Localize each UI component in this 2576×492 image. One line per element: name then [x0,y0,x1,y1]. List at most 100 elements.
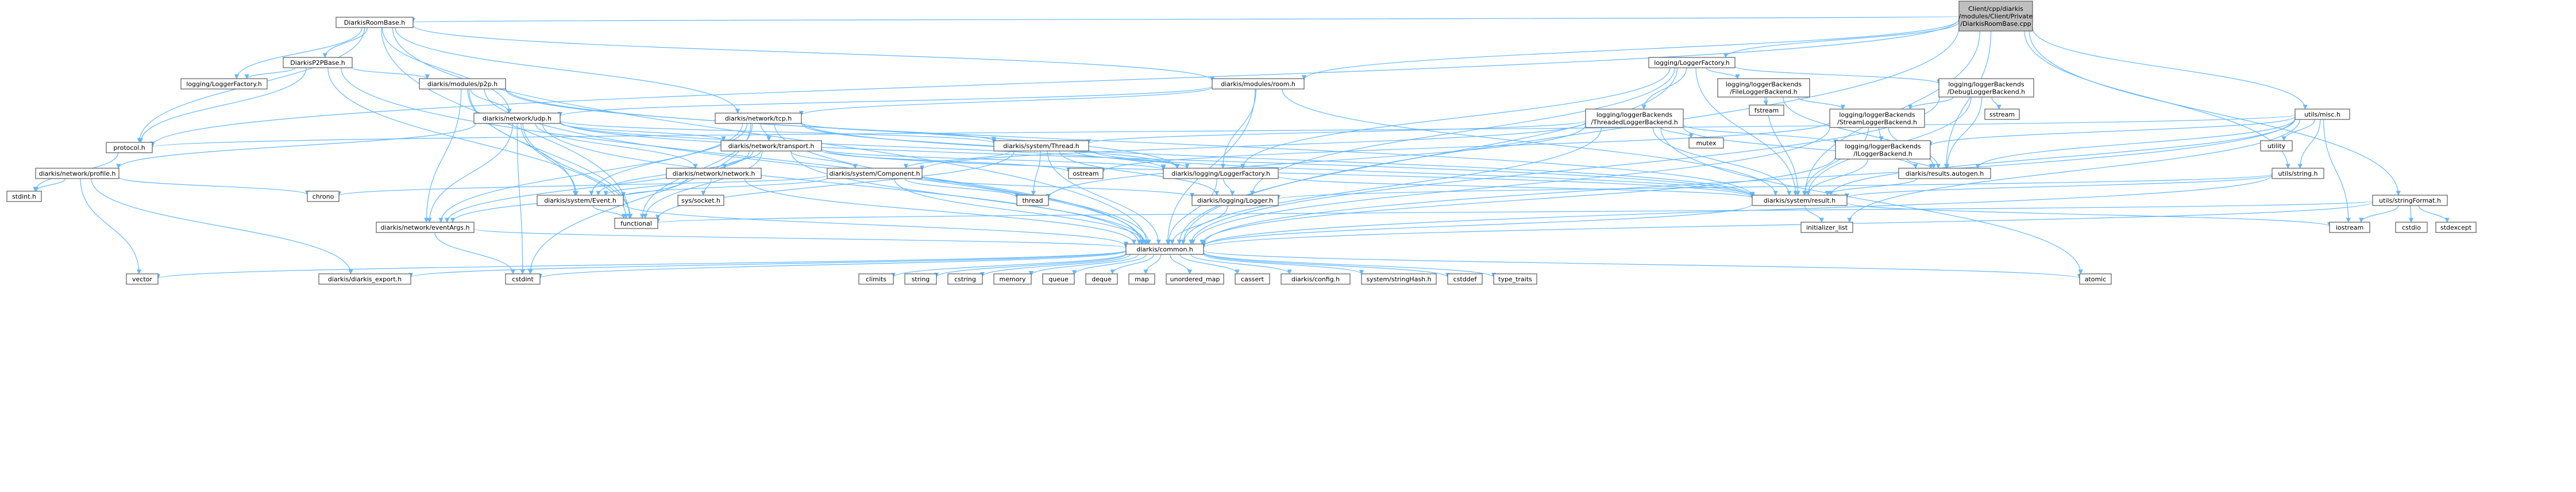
node-map: map [1128,273,1155,285]
edge-utils-stringformat-h-to-iostream [2358,205,2399,223]
node-system-result-h[interactable]: diarkis/system/result.h [1752,195,1848,206]
node-debug-backend-h[interactable]: logging/loggerBackends/DebugLoggerBacken… [1938,78,2034,98]
node-stream-backend-h[interactable]: logging/loggerBackends/StreamLoggerBacke… [1829,109,1925,128]
node-box [126,273,159,285]
edge-network-profile-h-to-chrono [118,177,310,196]
node-cstdint: cstdint [505,273,541,285]
edge-network-udp-h-to-functional [522,123,633,219]
node-label: logging/loggerBackends [1839,111,1915,119]
node-config-h[interactable]: diarkis/config.h [1281,273,1351,285]
edge-p2pbase-h-to-common-h [341,67,1144,245]
node-threaded-backend-h[interactable]: logging/loggerBackends/ThreadedLoggerBac… [1585,109,1684,128]
node-system-event-h[interactable]: diarkis/system/Event.h [537,195,624,206]
edge-stream-backend-h-to-system-result-h [1802,127,1869,196]
node-network-udp-h[interactable]: diarkis/network/udp.h [473,113,561,124]
node-logging-factory-h[interactable]: diarkis/logging/LoggerFactory.h [1163,168,1279,179]
edge-logging-loggerfactory-h-to-file-backend-h [1706,67,1740,79]
node-box [419,78,506,90]
node-utils-stringformat-h[interactable]: utils/stringFormat.h [2372,195,2448,206]
edge-common-h-to-climits [890,253,1127,278]
edge-modules-room-h-to-network-tcp-h [799,86,1213,116]
edge-network-udp-h-to-cstdint [516,123,525,274]
node-label: functional [620,220,652,227]
node-label: memory [1000,276,1026,283]
edge-p2pbase-h-to-protocol-h [138,67,307,143]
edge-logging-factory-h-to-system-result-h [1278,176,1754,199]
node-network-profile-h[interactable]: diarkis/network/profile.h [35,168,119,179]
node-diarkis-export-h[interactable]: diarkis/diarkis_export.h [318,273,411,285]
node-roombase-h[interactable]: DiarkisRoomBase.h [336,17,414,28]
node-sstream: sstream [1984,109,2020,120]
edge-modules-p2p-h-to-event-args-h [424,88,462,223]
edge-utils-misc-h-to-utils-string-h [2297,119,2321,169]
node-ostream: ostream [1068,168,1104,179]
node-label: initializer_list [1806,224,1848,231]
node-label: queue [1048,276,1069,283]
node-system-thread-h[interactable]: diarkis/system/Thread.h [993,140,1089,152]
node-box [666,168,762,179]
edge-common-h-to-vector [156,250,1127,280]
node-label: utils/string.h [2278,170,2318,177]
node-event-args-h[interactable]: diarkis/network/eventArgs.h [376,222,475,233]
node-label: cstring [954,276,976,283]
node-label: sys/socket.h [681,197,720,204]
node-ilogger-backend-h[interactable]: logging/loggerBackends/ILoggerBackend.h [1835,140,1931,160]
node-box [537,195,624,206]
node-file-backend-h[interactable]: logging/loggerBackends/FileLoggerBackend… [1717,78,1810,98]
node-network-network-h[interactable]: diarkis/network/network.h [666,168,762,179]
edge-system-thread-h-to-common-h [1047,150,1161,245]
node-utils-string-h[interactable]: utils/string.h [2272,168,2324,179]
node-label: /ILoggerBackend.h [1853,150,1912,158]
node-p2pbase-h[interactable]: DiarkisP2PBase.h [283,57,353,68]
node-initializer-list: initializer_list [1800,222,1853,233]
node-label: utility [2268,142,2286,150]
edge-modules-room-h-to-network-udp-h [558,86,1213,117]
edge-common-h-to-unordered-map [1170,254,1193,274]
node-box [1016,195,1049,206]
edge-network-udp-h-to-network-profile-h [116,123,476,169]
edge-results-autogen-h-to-system-result-h [1825,178,1918,196]
node-box [35,168,119,179]
node-logging-logger-h[interactable]: diarkis/logging/Logger.h [1191,195,1279,206]
node-label: deque [1092,276,1112,283]
node-box [1648,57,1736,68]
node-box [1984,109,2020,120]
node-modules-room-h[interactable]: diarkis/modules/room.h [1212,78,1305,90]
edge-utils-string-h-to-system-result-h [1845,174,2273,199]
edge-system-component-h-to-chrono [337,175,828,196]
edge-utils-stringformat-h-to-common-h [1201,202,2373,249]
node-system-component-h[interactable]: diarkis/system/Component.h [827,168,923,179]
node-thread: thread [1016,195,1049,206]
node-box [318,273,411,285]
edge-event-args-h-to-cstdint [434,232,516,274]
edge-network-tcp-h-to-system-thread-h [801,122,997,142]
node-box [677,195,724,206]
edge-system-thread-h-to-functional [655,150,1015,220]
node-memory: memory [993,273,1032,285]
node-label: DiarkisRoomBase.h [344,19,406,26]
edge-system-thread-h-to-system-result-h [1088,149,1754,197]
node-stringhash-h[interactable]: system/stringHash.h [1361,273,1437,285]
edge-modules-room-h-to-common-h [1165,88,1256,245]
node-box [1493,273,1537,285]
edge-common-h-to-queue [1071,254,1147,276]
node-modules-p2p-h[interactable]: diarkis/modules/p2p.h [419,78,506,90]
node-utils-misc-h[interactable]: utils/misc.h [2295,109,2350,120]
node-label: diarkis/network/transport.h [728,142,815,150]
node-box [283,57,353,68]
node-protocol-h[interactable]: protocol.h [106,142,153,153]
node-common-h[interactable]: diarkis/common.h [1125,243,1204,255]
node-results-autogen-h[interactable]: diarkis/results.autogen.h [1898,168,1991,179]
node-box [1068,168,1104,179]
node-label: utils/misc.h [2304,111,2340,118]
node-label: thread [1022,197,1043,204]
node-box [1166,273,1224,285]
node-network-transport-h[interactable]: diarkis/network/transport.h [720,140,822,152]
node-root[interactable]: Client/cpp/diarkis/modules/Client/Privat… [1958,1,2033,32]
edge-common-h-to-config-h [1190,254,1292,274]
node-logging-loggerfactory-h[interactable]: logging/LoggerFactory.h [1648,57,1736,68]
node-network-tcp-h[interactable]: diarkis/network/tcp.h [715,113,802,124]
edge-network-tcp-h-to-common-h [774,123,1151,245]
node-box [180,78,268,90]
edge-root-to-protocol-h [150,18,1960,147]
